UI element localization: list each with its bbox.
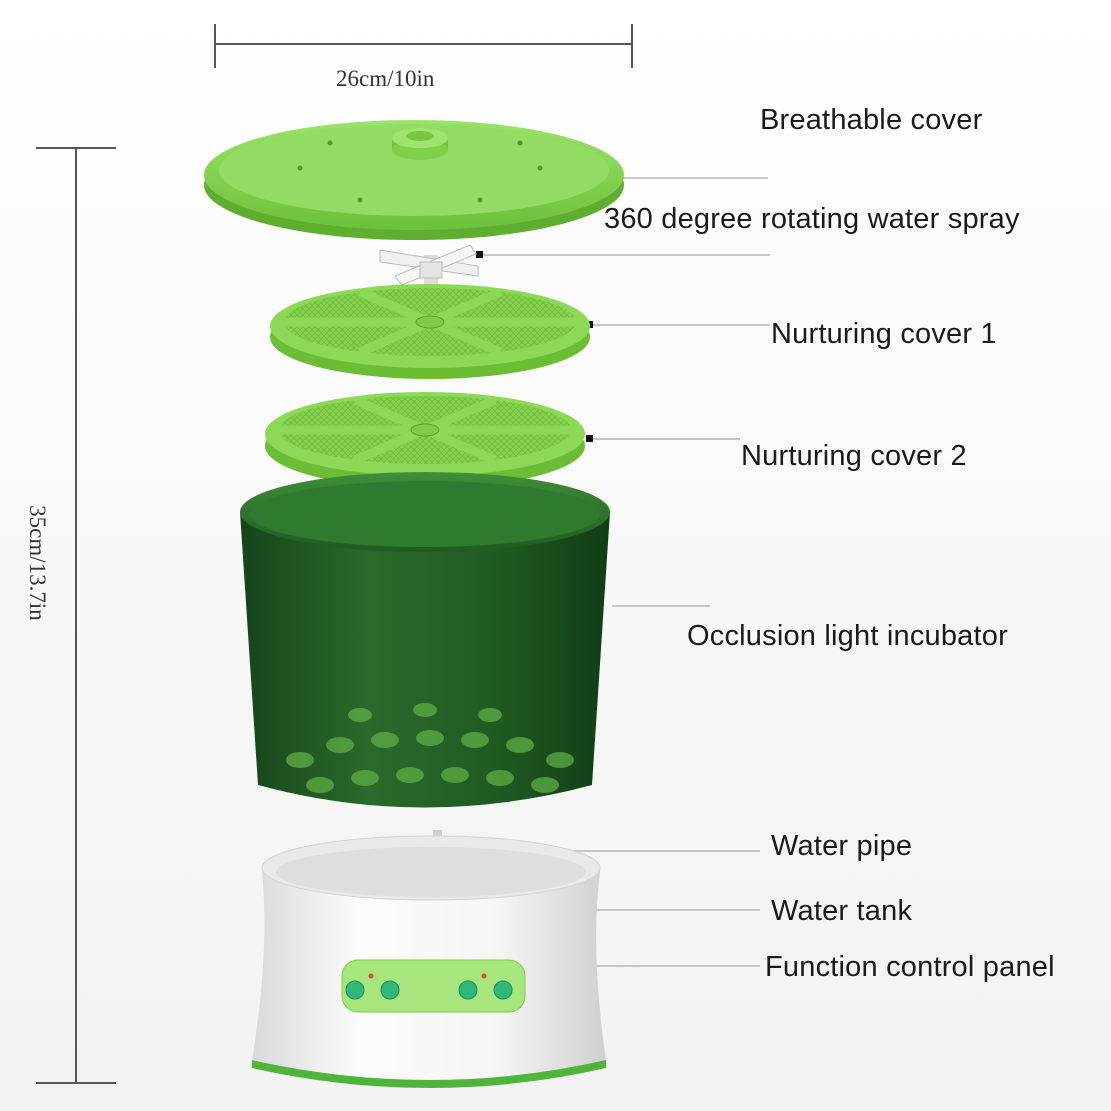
breathable-cover-part	[204, 120, 624, 240]
height-dimension-label: 35cm/13.7in	[25, 505, 50, 621]
control-panel-part	[341, 959, 526, 1013]
water-tank-base-part	[252, 835, 606, 1088]
width-dimension-line	[214, 24, 633, 68]
water-spray-label: 360 degree rotating water spray	[604, 203, 1020, 235]
nurturing-cover-2-label: Nurturing cover 2	[741, 440, 967, 472]
water-pipe-label: Water pipe	[771, 830, 913, 862]
breathable-cover-label: Breathable cover	[760, 104, 983, 136]
nurturing-tray-2-part	[265, 392, 585, 488]
nurturing-cover-1-label: Nurturing cover 1	[771, 318, 997, 350]
nurturing-tray-1-part	[270, 284, 590, 379]
rotating-sprayer-part	[379, 244, 479, 305]
incubator-bucket-part	[240, 472, 610, 808]
control-panel-label: Function control panel	[765, 951, 1055, 983]
water-tank-label: Water tank	[771, 895, 913, 927]
height-dimension-line	[36, 147, 116, 1084]
incubator-label: Occlusion light incubator	[687, 620, 1008, 652]
width-dimension-label: 26cm/10in	[336, 66, 435, 91]
